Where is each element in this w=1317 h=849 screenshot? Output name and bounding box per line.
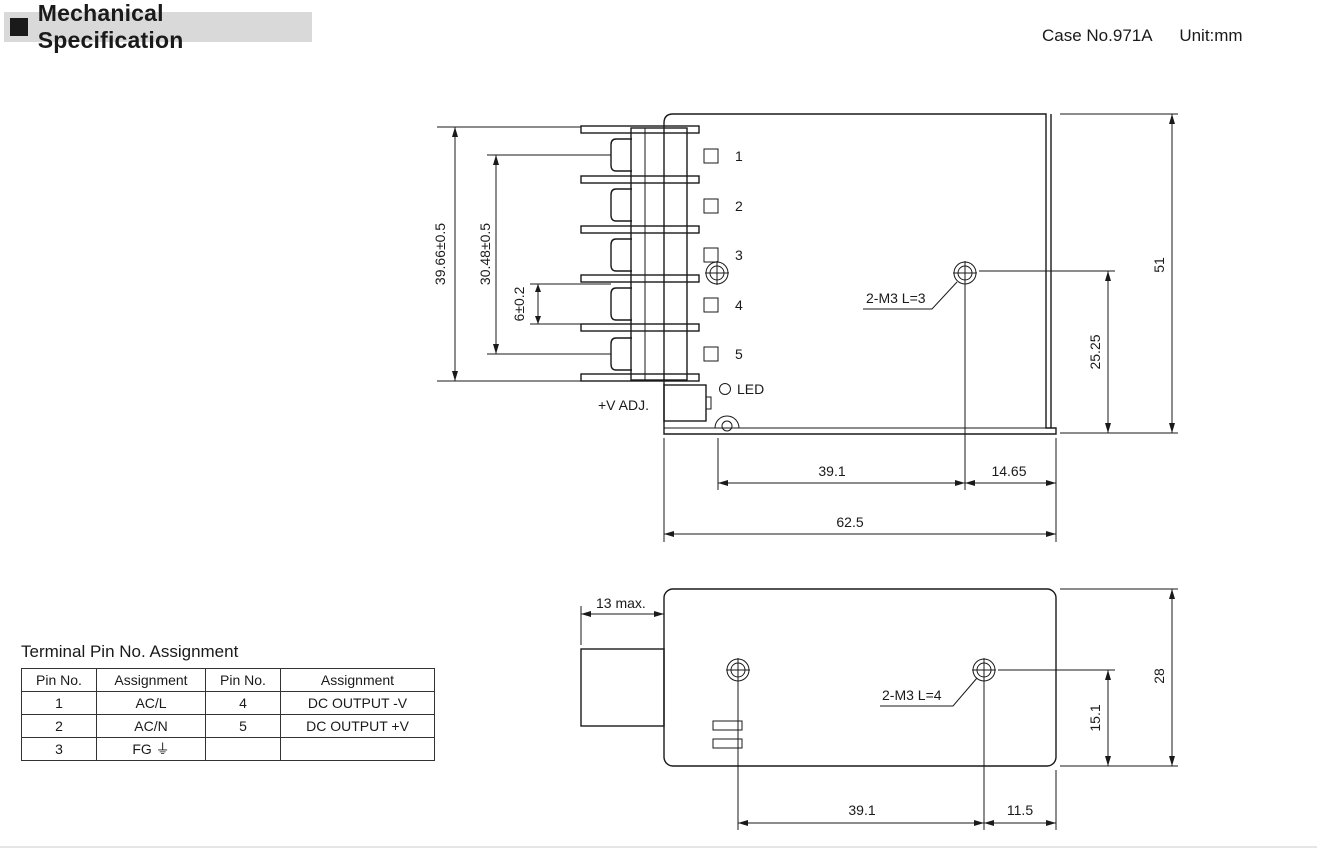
table-cell: DC OUTPUT +V bbox=[280, 714, 435, 738]
terminal-separators bbox=[580, 125, 700, 382]
dim-overall-pitch: 39.66±0.5 bbox=[432, 126, 581, 382]
table-row: 3 FG ⏚ bbox=[21, 737, 435, 761]
pin-number-5: 5 bbox=[735, 346, 743, 362]
dim-pin-pitch-label: 6±0.2 bbox=[511, 286, 527, 321]
dim-inner-pitch-label: 30.48±0.5 bbox=[477, 223, 493, 285]
unit-label: Unit:mm bbox=[1179, 26, 1243, 45]
vadj-label: +V ADJ. bbox=[598, 397, 649, 413]
table-cell: 4 bbox=[205, 691, 281, 715]
led-icon bbox=[719, 383, 731, 395]
side-view: 2-M3 L=4 13 max. 28 15.1 bbox=[580, 588, 1178, 830]
side-vent-slot bbox=[712, 738, 743, 749]
pin-number-1: 1 bbox=[735, 148, 743, 164]
dim-screw-spacing: 39.1 14.65 bbox=[717, 438, 1057, 542]
table-header-row: Pin No. Assignment Pin No. Assignment bbox=[21, 668, 435, 692]
dim-side-screw-spacing-label: 39.1 bbox=[848, 802, 875, 818]
dim-side-screw-offset-label: 11.5 bbox=[1007, 802, 1033, 818]
dim-screw-spacing-label: 39.1 bbox=[818, 463, 845, 479]
dim-side-screw-height: 15.1 bbox=[998, 669, 1115, 766]
top-view: 1 2 3 4 5 LED +V ADJ. 2-M3 L=3 bbox=[432, 113, 1178, 542]
dim-terminal-max: 13 max. bbox=[580, 595, 664, 645]
pin-number-4: 4 bbox=[735, 297, 743, 313]
led-label: LED bbox=[737, 381, 764, 397]
top-screw-label: 2-M3 L=3 bbox=[866, 290, 926, 306]
table-cell: FG ⏚ bbox=[96, 737, 206, 761]
table-cell: 3 bbox=[21, 737, 97, 761]
dim-inner-pitch: 30.48±0.5 bbox=[477, 154, 611, 355]
dim-length-label: 62.5 bbox=[836, 514, 863, 530]
table-header-cell: Pin No. bbox=[205, 668, 281, 692]
table-cell bbox=[205, 737, 281, 761]
side-right-screw-icon bbox=[972, 658, 996, 682]
table-cell: 2 bbox=[21, 714, 97, 738]
dim-side-height-label: 28 bbox=[1151, 668, 1167, 684]
pin-number-2: 2 bbox=[735, 198, 743, 214]
case-number: Case No.971A bbox=[1042, 26, 1153, 45]
top-mounting-screw-icon bbox=[953, 261, 977, 285]
side-screw-label: 2-M3 L=4 bbox=[882, 687, 942, 703]
terminal-screws bbox=[610, 138, 632, 371]
table-cell: DC OUTPUT -V bbox=[280, 691, 435, 715]
table-header-cell: Assignment bbox=[280, 668, 435, 692]
table-header-cell: Assignment bbox=[96, 668, 206, 692]
table-cell bbox=[280, 737, 435, 761]
terminal-block bbox=[580, 125, 700, 382]
table-cell: 1 bbox=[21, 691, 97, 715]
bottom-divider bbox=[0, 846, 1317, 848]
side-terminal-block bbox=[580, 648, 665, 727]
section-title: Mechanical Specification bbox=[37, 0, 184, 53]
dim-screw-height: 25.25 bbox=[979, 270, 1115, 433]
dim-screw-offset-label: 14.65 bbox=[991, 463, 1026, 479]
section-header: Mechanical Specification bbox=[4, 0, 312, 53]
table-header-cell: Pin No. bbox=[21, 668, 97, 692]
pin-table-title: Terminal Pin No. Assignment bbox=[21, 642, 239, 661]
dim-height-label: 51 bbox=[1151, 257, 1167, 273]
table-cell: AC/L bbox=[96, 691, 206, 715]
dim-side-screw-height-label: 15.1 bbox=[1087, 704, 1103, 731]
pin-assignment-table: Pin No. Assignment Pin No. Assignment 1 … bbox=[21, 668, 435, 761]
table-cell: 5 bbox=[205, 714, 281, 738]
pin-number-3: 3 bbox=[735, 247, 743, 263]
table-cell: AC/N bbox=[96, 714, 206, 738]
dim-height: 51 bbox=[1060, 113, 1178, 434]
fg-screw-icon bbox=[705, 261, 729, 285]
dim-side-screw-spacing: 39.1 11.5 bbox=[738, 770, 1057, 830]
dim-screw-height-label: 25.25 bbox=[1087, 334, 1103, 369]
dim-side-height: 28 bbox=[1060, 588, 1178, 767]
header-square-icon bbox=[10, 18, 28, 36]
case-info: Case No.971A Unit:mm bbox=[1042, 26, 1243, 46]
dim-length: 62.5 bbox=[663, 438, 1056, 542]
dim-terminal-max-label: 13 max. bbox=[596, 595, 646, 611]
side-vent-slot bbox=[712, 720, 743, 731]
dim-overall-pitch-label: 39.66±0.5 bbox=[432, 223, 448, 285]
dim-pin-pitch: 6±0.2 bbox=[511, 283, 611, 325]
pin-markers: 1 2 3 4 5 bbox=[703, 148, 743, 362]
side-left-screw-icon bbox=[726, 658, 750, 682]
bottom-screw-tab bbox=[714, 415, 740, 429]
top-chassis-outline bbox=[663, 113, 1057, 435]
table-row: 2 AC/N 5 DC OUTPUT +V bbox=[21, 714, 435, 738]
vadj-potentiometer bbox=[663, 384, 707, 422]
table-row: 1 AC/L 4 DC OUTPUT -V bbox=[21, 691, 435, 715]
